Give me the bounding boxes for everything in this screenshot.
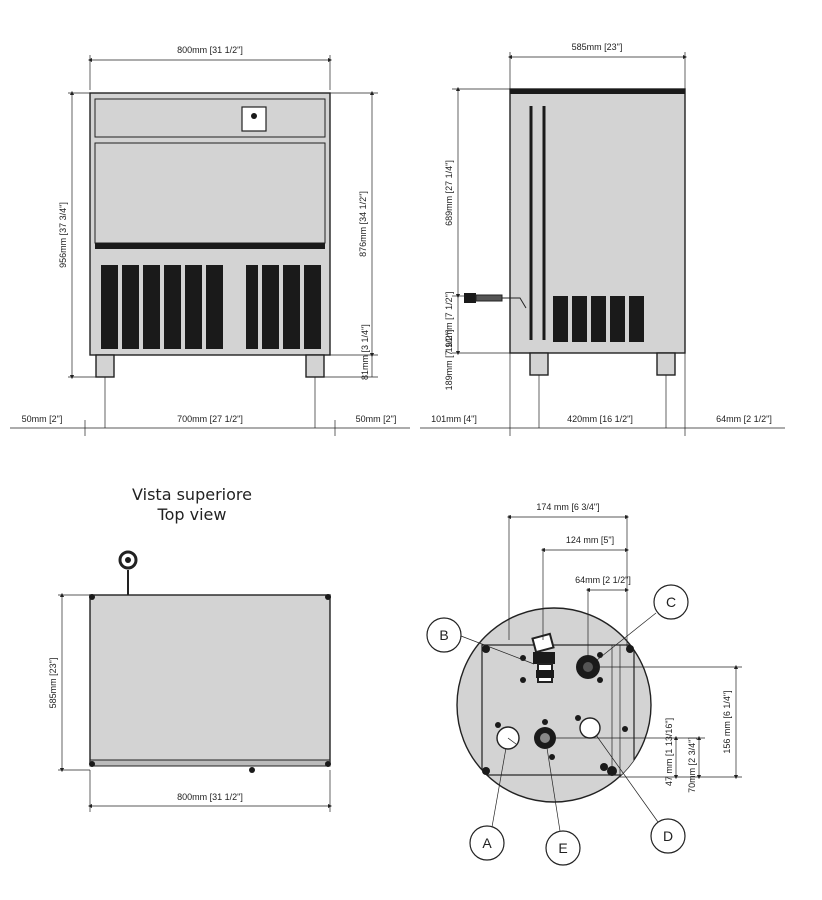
detail-dim-174: 174 mm [6 3/4"] [536,502,599,512]
detail-dim-70: 70mm [2 3/4"] [687,737,697,793]
side-view: 585mm [23"] 689mm [27 1/4"] 191mm [7 1/2… [420,42,785,436]
front-leg-left [95,354,115,378]
top-view: Vista superiore Top view 585mm [23"] 800… [48,485,333,812]
side-vent-grille [553,296,644,342]
front-leg-height-dim: 81mm [3 1/4"] [360,324,370,380]
front-separator [95,243,325,249]
callout-a-label: A [482,835,492,851]
side-front-offset-dim: 101mm [4"] [431,414,477,424]
top-depth-dim: 585mm [23"] [48,658,58,709]
fitting-c-icon [576,655,600,679]
side-lower-height-dim: 189mm [7 1/2"] [444,330,454,391]
top-width-dim: 800mm [31 1/2"] [177,792,243,802]
lock-icon [251,113,257,119]
fitting-a-icon [496,726,520,750]
side-leg-rear [656,352,676,376]
fitting-b-icon [531,632,555,683]
callout-e [545,830,581,866]
front-leg-right [305,354,325,378]
side-depth-dim: 585mm [23"] [572,42,623,52]
side-leg-span-dim: 420mm [16 1/2"] [567,414,633,424]
side-upper-height-dim: 689mm [27 1/4"] [444,160,454,226]
front-right-margin-dim: 50mm [2"] [356,414,397,424]
side-leg-front [529,352,549,376]
callout-c-label: C [666,594,676,610]
front-leg-span-dim: 700mm [27 1/2"] [177,414,243,424]
front-vent-grille [101,265,321,349]
front-view: 800mm [31 1/2"] 956mm [37 3/4"] 876mm [3… [10,45,410,436]
front-door [94,142,326,244]
top-cabinet [89,594,331,763]
side-fitting-height-dim: 191mm [7 1/2"] [444,292,454,353]
callout-b [426,617,462,653]
top-view-title-it: Vista superiore [132,485,252,504]
callout-a [469,825,505,861]
callout-c [653,584,689,620]
detail-dim-156: 156 mm [6 1/4"] [722,690,732,753]
top-view-title-en: Top view [157,505,227,524]
front-body-height-dim: 876mm [34 1/2"] [358,191,368,257]
detail-dim-47: 47 mm [1 13/16"] [664,718,674,786]
side-rear-offset-dim: 64mm [2 1/2"] [716,414,772,424]
fitting-e-icon [534,727,556,749]
front-left-margin-dim: 50mm [2"] [22,414,63,424]
callout-d-label: D [663,828,673,844]
fitting-d-icon [579,717,601,739]
callout-d [650,818,686,854]
callout-b-label: B [439,627,448,643]
front-width-dim: 800mm [31 1/2"] [177,45,243,55]
front-top-panel [94,98,326,138]
top-fitting-icon [118,550,138,595]
detail-dim-124: 124 mm [5"] [566,535,614,545]
callout-e-label: E [558,840,567,856]
detail-dim-64: 64mm [2 1/2"] [575,575,631,585]
front-total-height-dim: 956mm [37 3/4"] [58,202,68,268]
water-fitting-icon [464,293,527,309]
detail-view: 174 mm [6 3/4"] 124 mm [5"] 64mm [2 1/2"… [426,502,742,866]
